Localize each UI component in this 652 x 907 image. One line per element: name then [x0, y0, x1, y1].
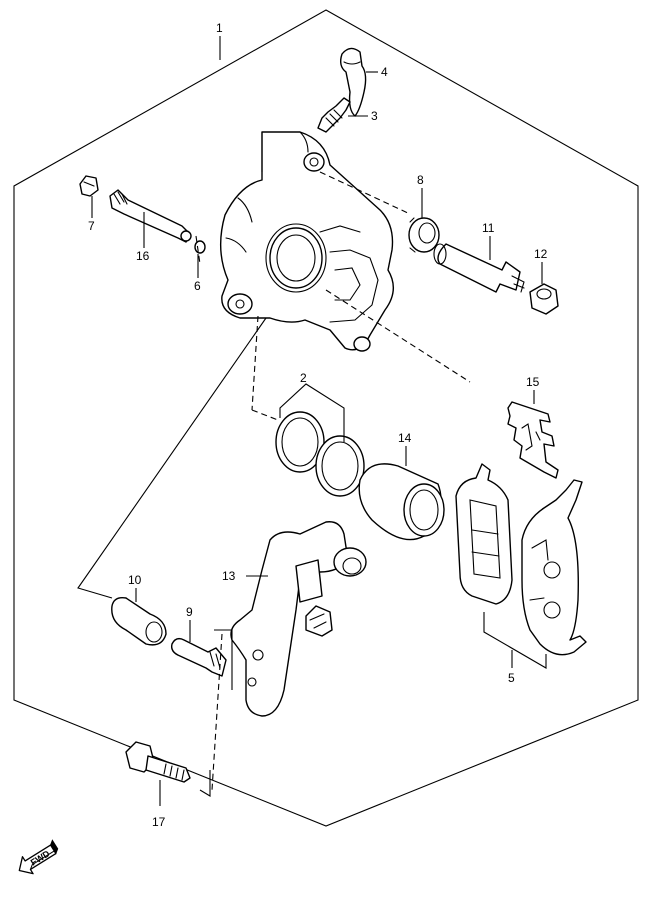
bleeder-screw	[317, 97, 351, 133]
callout-9: 9	[186, 605, 193, 619]
callout-17: 17	[152, 815, 166, 829]
callout-16: 16	[136, 249, 150, 263]
piston	[358, 463, 445, 541]
callout-12: 12	[534, 247, 548, 261]
pad-spring	[507, 401, 559, 479]
brake-pad-inner	[455, 463, 513, 605]
bracket-sleeve	[111, 596, 167, 646]
mounting-bolt	[125, 741, 191, 783]
bracket-pin	[170, 637, 227, 677]
callout-2: 2	[300, 371, 307, 385]
forward-arrow-icon: FWD	[18, 839, 59, 875]
callout-7: 7	[88, 219, 95, 233]
callout-15: 15	[526, 375, 540, 389]
callout-3: 3	[371, 109, 378, 123]
callout-1: 1	[216, 21, 223, 35]
pad-pin	[109, 189, 192, 243]
brake-pad-outer	[521, 479, 587, 656]
callout-10: 10	[128, 573, 142, 587]
assembly-frame	[13, 9, 639, 827]
assembly-guide-lines	[195, 171, 471, 791]
leader-lines	[77, 36, 547, 806]
callout-labels: 1 4 3 8 7 11 16 12 6 2 15 14 13 10 9 5 1…	[88, 21, 548, 829]
callout-8: 8	[417, 173, 424, 187]
callout-4: 4	[381, 65, 388, 79]
slide-pin	[433, 243, 525, 293]
pin-clip	[194, 240, 206, 254]
callout-13: 13	[222, 569, 236, 583]
cap-nut	[529, 283, 559, 315]
caliper-bracket	[230, 521, 367, 717]
bleeder-cap	[339, 47, 367, 117]
piston-seals	[275, 411, 365, 497]
pin-boot	[408, 217, 440, 253]
callout-5: 5	[508, 671, 515, 685]
callout-14: 14	[398, 431, 412, 445]
callout-11: 11	[482, 221, 495, 235]
pad-pin-plug	[79, 175, 99, 197]
callout-6: 6	[194, 279, 201, 293]
caliper-body	[219, 131, 394, 352]
